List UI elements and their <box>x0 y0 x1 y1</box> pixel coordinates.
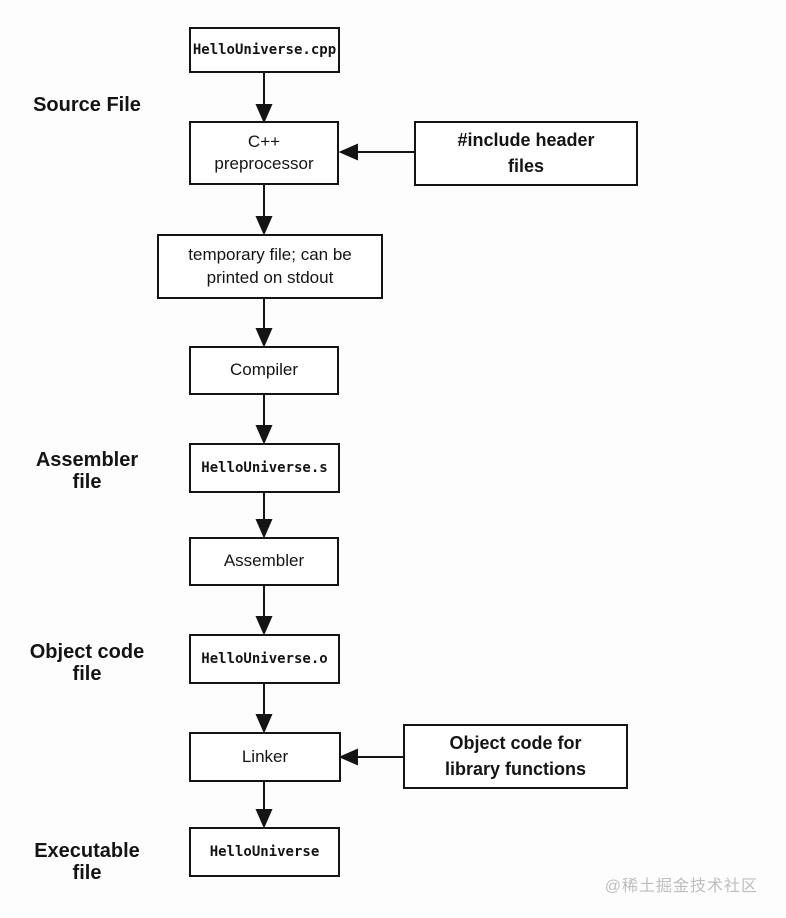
stage-label-source-file: Source File <box>33 94 141 116</box>
stage-label-assembler-file: Assembler file <box>35 449 139 493</box>
arrow-headers-to-preprocessor <box>338 143 414 161</box>
arrow-tempfile-to-compiler <box>255 299 273 348</box>
node-source-file: HelloUniverse.cpp <box>189 27 340 73</box>
arrow-preprocessor-to-tempfile <box>255 185 273 236</box>
arrow-source-to-preprocessor <box>255 73 273 124</box>
node-library-object-code: Object code for library functions <box>403 724 628 789</box>
node-assembler: Assembler <box>189 537 339 586</box>
stage-label-object-code-file: Object code file <box>29 641 145 685</box>
node-assembly-file: HelloUniverse.s <box>189 443 340 493</box>
node-compiler: Compiler <box>189 346 339 395</box>
node-executable: HelloUniverse <box>189 827 340 877</box>
node-temporary-file: temporary file; can be printed on stdout <box>157 234 383 299</box>
node-object-file: HelloUniverse.o <box>189 634 340 684</box>
node-preprocessor: C++ preprocessor <box>189 121 339 185</box>
arrow-objectfile-to-linker <box>255 684 273 734</box>
community-watermark: @稀土掘金技术社区 <box>604 878 758 895</box>
node-include-headers: #include header files <box>414 121 638 186</box>
arrow-compiler-to-assemblyfile <box>255 395 273 445</box>
arrow-linker-to-executable <box>255 782 273 829</box>
arrow-assembler-to-objectfile <box>255 586 273 636</box>
arrow-assemblyfile-to-assembler <box>255 493 273 539</box>
arrow-libraries-to-linker <box>338 748 403 766</box>
stage-label-executable-file: Executable file <box>34 840 140 884</box>
node-linker: Linker <box>189 732 341 782</box>
